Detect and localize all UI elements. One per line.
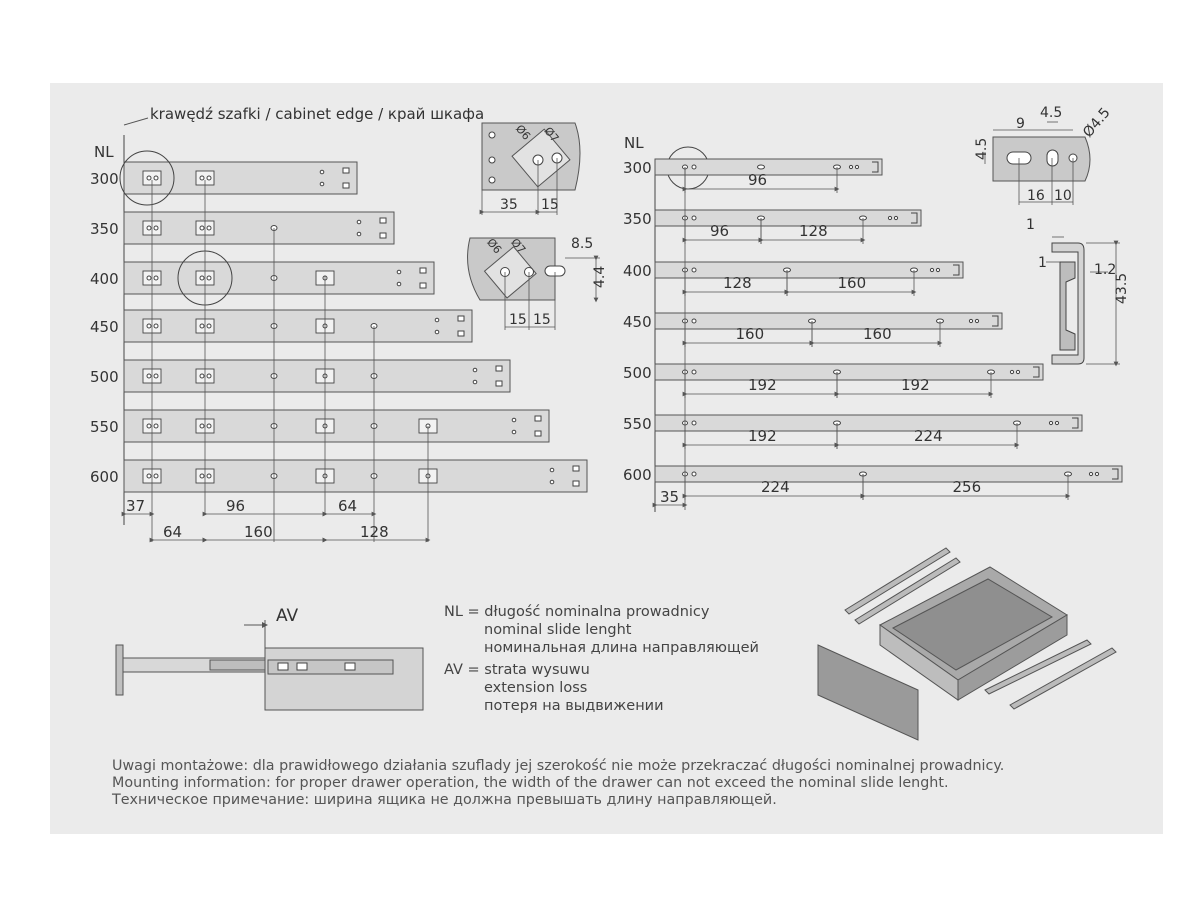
note-ru: Техническое примечание: ширина ящика не …	[112, 792, 777, 808]
right-dim-450-1: 160	[863, 325, 892, 343]
right-dim-300-0: 96	[748, 171, 767, 189]
legend-av-line2: extension loss	[484, 680, 588, 696]
prof-1b: 1	[1038, 255, 1047, 271]
d2-w15a: 15	[509, 312, 527, 328]
legend-nl-line2: nominal slide lenght	[484, 622, 632, 638]
prof-1a: 1	[1026, 217, 1035, 233]
nl-label-right: NL	[624, 134, 644, 152]
left-length-600: 600	[90, 468, 119, 486]
left-rail-450	[123, 309, 473, 343]
right-dim-500-1: 192	[901, 376, 930, 394]
legend-nl-line3: номинальная длина направляющей	[484, 640, 759, 656]
right-length-600: 600	[623, 466, 652, 484]
left-length-550: 550	[90, 418, 119, 436]
av-illustration: AV	[115, 606, 424, 711]
left-rail-550	[123, 409, 550, 443]
right-dim-550-1: 224	[914, 427, 943, 445]
mounting-notes: Uwagi montażowe: dla prawidłowego działa…	[112, 758, 1004, 809]
d3-16: 16	[1027, 188, 1045, 204]
rail-profile: 1 1 1.2 43.5	[1026, 217, 1130, 367]
d1-w15: 15	[541, 197, 559, 213]
right-length-400: 400	[623, 262, 652, 280]
d3-h45: 4.5	[974, 138, 990, 160]
d3-10: 10	[1054, 188, 1072, 204]
bracket-detail-1: Ø6 Ø7 35 15	[479, 122, 581, 215]
right-length-550: 550	[623, 415, 652, 433]
dim-96: 96	[226, 497, 245, 515]
right-rail-350	[654, 209, 922, 227]
dim-160: 160	[244, 523, 273, 541]
right-dim-35: 35	[660, 488, 679, 506]
left-length-350: 350	[90, 220, 119, 238]
d3-dia45: Ø4.5	[1080, 105, 1114, 141]
right-length-350: 350	[623, 210, 652, 228]
note-en: Mounting information: for proper drawer …	[112, 775, 949, 791]
right-dim-500-0: 192	[748, 376, 777, 394]
prof-12: 1.2	[1094, 262, 1116, 278]
right-rails: 300 96 350 96 128 400 128 160 450 160 160 500 192 192…	[623, 158, 1123, 510]
right-dim-600-1: 256	[953, 478, 982, 496]
left-rail-300	[123, 161, 358, 195]
legend-av-line1: AV = strata wysuwu	[444, 662, 590, 678]
right-dim-400-1: 160	[838, 274, 867, 292]
d1-w35: 35	[500, 197, 518, 213]
plate-detail: 9 4.5 Ø4.5 4.5 16 10	[974, 105, 1114, 205]
d3-45: 4.5	[1040, 105, 1062, 121]
right-rail-550	[654, 414, 1083, 432]
left-rail-350	[123, 211, 395, 245]
d2-w15b: 15	[533, 312, 551, 328]
drawing-panel	[50, 83, 1163, 834]
left-length-300: 300	[90, 170, 119, 188]
dim-64: 64	[163, 523, 182, 541]
right-rail-400	[654, 261, 964, 279]
dim-128: 128	[360, 523, 389, 541]
left-rail-400	[123, 261, 435, 295]
legend-nl-line1: NL = długość nominalna prowadnicy	[444, 604, 710, 620]
d3-9: 9	[1016, 116, 1025, 132]
right-length-450: 450	[623, 313, 652, 331]
right-rail-600	[654, 465, 1123, 483]
left-length-450: 450	[90, 318, 119, 336]
left-rail-600	[123, 459, 588, 493]
prof-435: 43.5	[1114, 273, 1130, 304]
left-length-400: 400	[90, 270, 119, 288]
right-length-500: 500	[623, 364, 652, 382]
nl-label-left: NL	[94, 143, 114, 161]
right-rail-300	[654, 158, 883, 176]
d2-h44: 4.4	[592, 266, 608, 288]
av-label: AV	[276, 606, 299, 626]
right-dim-400-0: 128	[723, 274, 752, 292]
d2-t85: 8.5	[571, 236, 593, 252]
right-rail-450	[654, 312, 1003, 330]
right-dim-350-0: 96	[710, 222, 729, 240]
zoom-circle-300	[119, 150, 175, 206]
drawer-3d-illustration	[817, 547, 1117, 741]
bracket-detail-2: Ø6 Ø7 8.5 4.4 15 15	[467, 236, 608, 330]
legend-av-line3: потеря на выдвижении	[484, 698, 664, 714]
cabinet-edge-label: krawędź szafki / cabinet edge / край шка…	[150, 105, 484, 123]
left-length-500: 500	[90, 368, 119, 386]
note-pl: Uwagi montażowe: dla prawidłowego działa…	[112, 758, 1005, 774]
legend: NL = długość nominalna prowadnicy nomina…	[444, 603, 759, 715]
right-rail-500	[654, 363, 1044, 381]
right-dim-350-1: 128	[799, 222, 828, 240]
dim-37: 37	[126, 497, 145, 515]
dim-64-top: 64	[338, 497, 357, 515]
right-dim-600-0: 224	[761, 478, 790, 496]
right-dim-550-0: 192	[748, 427, 777, 445]
right-length-300: 300	[623, 159, 652, 177]
right-dim-450-0: 160	[736, 325, 765, 343]
